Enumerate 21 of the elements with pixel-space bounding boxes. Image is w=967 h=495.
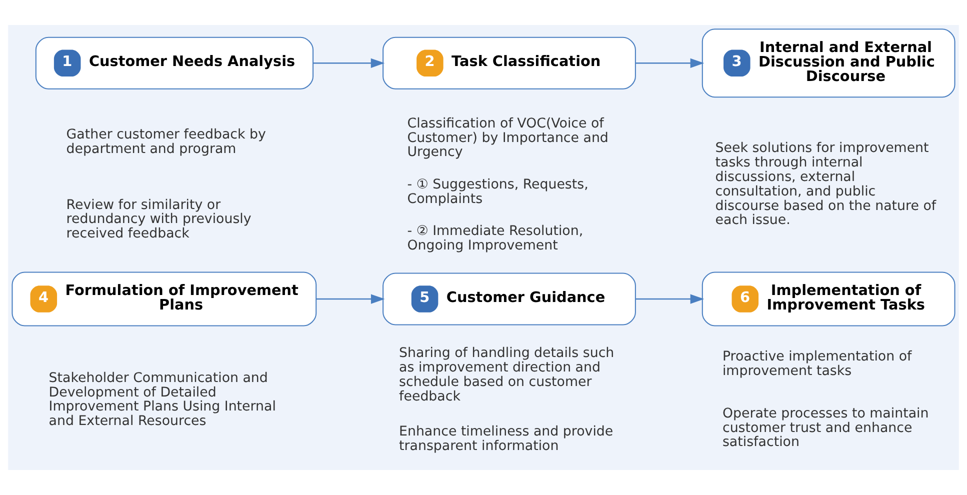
node-label: Gather customer feedback by department and program xyxy=(66,128,266,158)
node-label: - ① Suggestions, Requests, Complaints xyxy=(407,178,588,208)
node-label: Sharing of handling details such as improvement direction and schedule based on customer feedback xyxy=(399,346,614,404)
node-box: 3 Internal and External Discussion and Public Discourse xyxy=(702,28,956,98)
node-box: 2 Task Classification xyxy=(382,36,636,90)
node-label: - ② Immediate Resolution, Ongoing Improvement xyxy=(407,224,584,254)
node-label: Enhance timeliness and provide transparent information xyxy=(399,424,614,454)
node-box: 4 Formulation of Improvement Plans xyxy=(12,272,317,326)
node-box: 1 Customer Needs Analysis xyxy=(35,36,314,90)
arrow xyxy=(636,294,704,304)
node-label: Proactive implementation of improvement tasks xyxy=(722,350,912,380)
node-box: 6 Implementation of Improvement Tasks xyxy=(702,272,956,326)
arrow xyxy=(636,58,704,68)
arrow xyxy=(313,58,385,68)
node-label: Operate processes to maintain customer trust and enhance satisfaction xyxy=(722,406,929,450)
arrow xyxy=(316,294,385,304)
node-label: Classification of VOC(Voice of Customer) by Importance and Urgency xyxy=(407,116,608,160)
node-label: Review for similarity or redundancy with previously received feedback xyxy=(66,198,252,242)
node-label: Stakeholder Communication and Development of Detailed Improvement Plans Using Internal and External Resources xyxy=(48,370,276,430)
node-box: 5 Customer Guidance xyxy=(382,272,636,326)
node-label: Seek solutions for improvement tasks through internal discussions, external consultation, and public discourse based on the nature of each issue. xyxy=(715,141,936,228)
